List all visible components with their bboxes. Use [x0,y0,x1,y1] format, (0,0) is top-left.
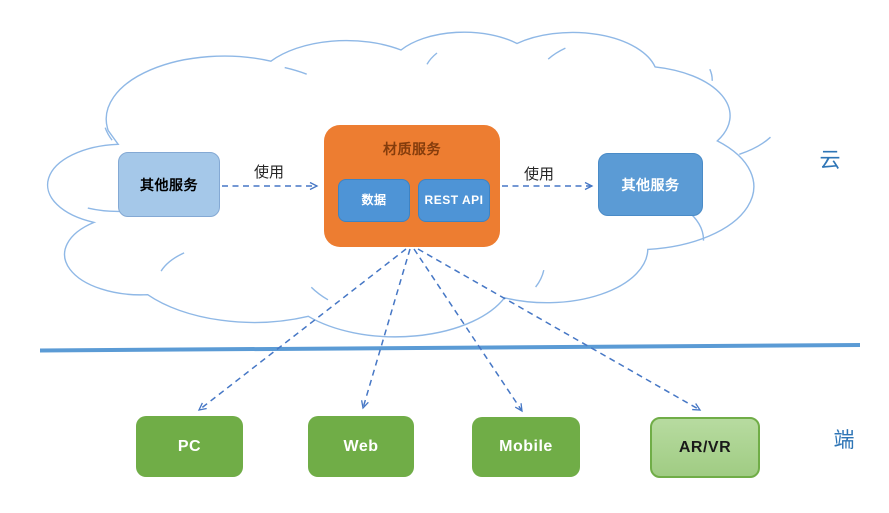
arrow-material-to-arvr [417,248,702,411]
node-client-arvr: AR/VR [650,417,760,478]
subnode-data-label: 数据 [361,193,387,207]
arrow-material-to-mobile [413,248,523,413]
connector-arrows [197,181,702,413]
node-other-service-right: 其他服务 [598,153,703,216]
node-client-web: Web [308,416,414,477]
subnode-data: 数据 [338,179,410,222]
node-client-web-label: Web [343,437,379,455]
zone-label-client: 端 [833,429,855,452]
node-material-service-label: 材质服务 [383,141,441,157]
node-client-arvr-label: AR/VR [678,438,732,456]
zone-label-cloud: 云 [819,149,841,172]
node-client-mobile-label: Mobile [499,438,553,455]
node-other-service-left: 其他服务 [118,152,220,217]
node-other-service-left-label: 其他服务 [140,176,198,193]
edge-label-use-right: 使用 [523,166,554,183]
node-material-service: 材质服务 数据 REST API [324,125,500,247]
arrow-material-to-web [360,248,411,410]
node-client-mobile: Mobile [472,417,580,477]
subnode-rest-api-label: REST API [424,193,484,207]
subnode-rest-api: REST API [418,179,490,222]
node-client-pc-label: PC [177,437,202,455]
arrow-material-to-pc [197,248,407,411]
cloud-client-divider-line [39,343,861,353]
node-client-pc: PC [136,416,243,477]
node-other-service-right-label: 其他服务 [621,176,680,193]
edge-label-use-left: 使用 [253,164,284,181]
